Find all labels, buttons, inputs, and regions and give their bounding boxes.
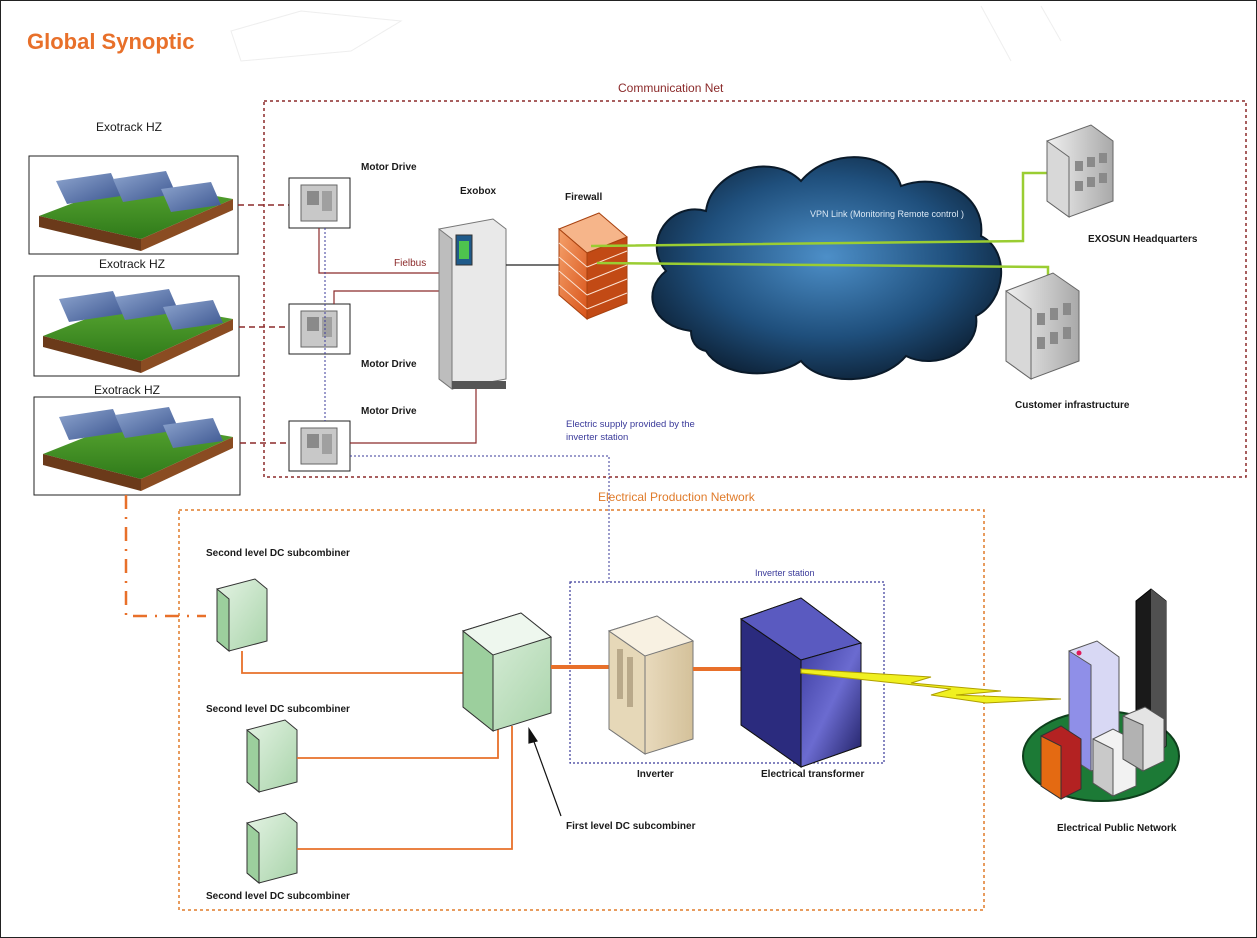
exobox-cabinet [438,218,507,391]
supply-dotted-lines [324,228,610,582]
second-level-subcombiner-2 [246,719,298,794]
cloud-icon [651,156,1003,381]
electrical-production-label: Electrical Production Network [598,490,755,504]
motor-drive-label-1: Motor Drive [361,162,417,173]
inverter-cabinet [607,615,695,755]
first-level-subcombiner [461,612,553,733]
tracker-image-2 [33,275,240,377]
inverter-station-border [569,581,885,764]
firewall-label: Firewall [565,192,603,203]
dc-lines [241,651,513,850]
transformer-label: Electrical transformer [761,769,865,780]
transformer-box [739,597,863,768]
customer-infrastructure-label: Customer infrastructure [1015,400,1130,411]
vpn-link-label: VPN Link (Monitoring Remote control ) [809,209,965,219]
fieldbus-lines [318,228,477,444]
tracker-label-3: Exotrack HZ [94,383,161,397]
motor-drive-icon-1 [288,177,351,229]
motor-drive-label-3: Motor Drive [361,406,417,417]
tracker-motor-links [238,204,289,444]
fielbus-label: Fielbus [394,258,427,269]
headquarters-label: EXOSUN Headquarters [1088,234,1198,245]
lightning-bolt-icon [800,668,1062,704]
headquarters-building [1046,124,1114,218]
second-level-label-1: Second level DC subcombiner [206,548,350,559]
public-network-label: Electrical Public Network [1057,823,1177,834]
tracker-image-1 [28,155,239,255]
first-level-label: First level DC subcombiner [566,821,696,832]
second-level-label-3: Second level DC subcombiner [206,891,350,902]
motor-drive-label-2: Motor Drive [361,359,417,370]
communication-net-border [263,100,1247,478]
tracker-production-link [124,495,206,618]
customer-building [1005,272,1080,380]
electric-supply-note: Electric supply provided by the inverter… [566,419,695,443]
second-level-subcombiner-3 [246,812,298,885]
firewall-icon [558,212,628,321]
tracker-label-1: Exotrack HZ [96,120,163,134]
tracker-image-3 [33,396,241,496]
inverter-station-label: Inverter station [755,568,815,578]
communication-net-label: Communication Net [618,81,724,95]
second-level-label-2: Second level DC subcombiner [206,704,350,715]
tracker-label-2: Exotrack HZ [99,257,166,271]
exobox-label: Exobox [460,186,497,197]
motor-drive-icon-2 [288,303,351,355]
electrical-production-border [178,509,985,911]
inverter-label: Inverter [637,769,674,780]
second-level-subcombiner-1 [216,578,268,653]
motor-drive-icon-3 [288,420,351,472]
background-watermark [230,5,1062,62]
first-level-pointer-arrow [528,727,562,817]
city-icon [1022,588,1180,802]
page-title: Global Synoptic [27,29,195,54]
